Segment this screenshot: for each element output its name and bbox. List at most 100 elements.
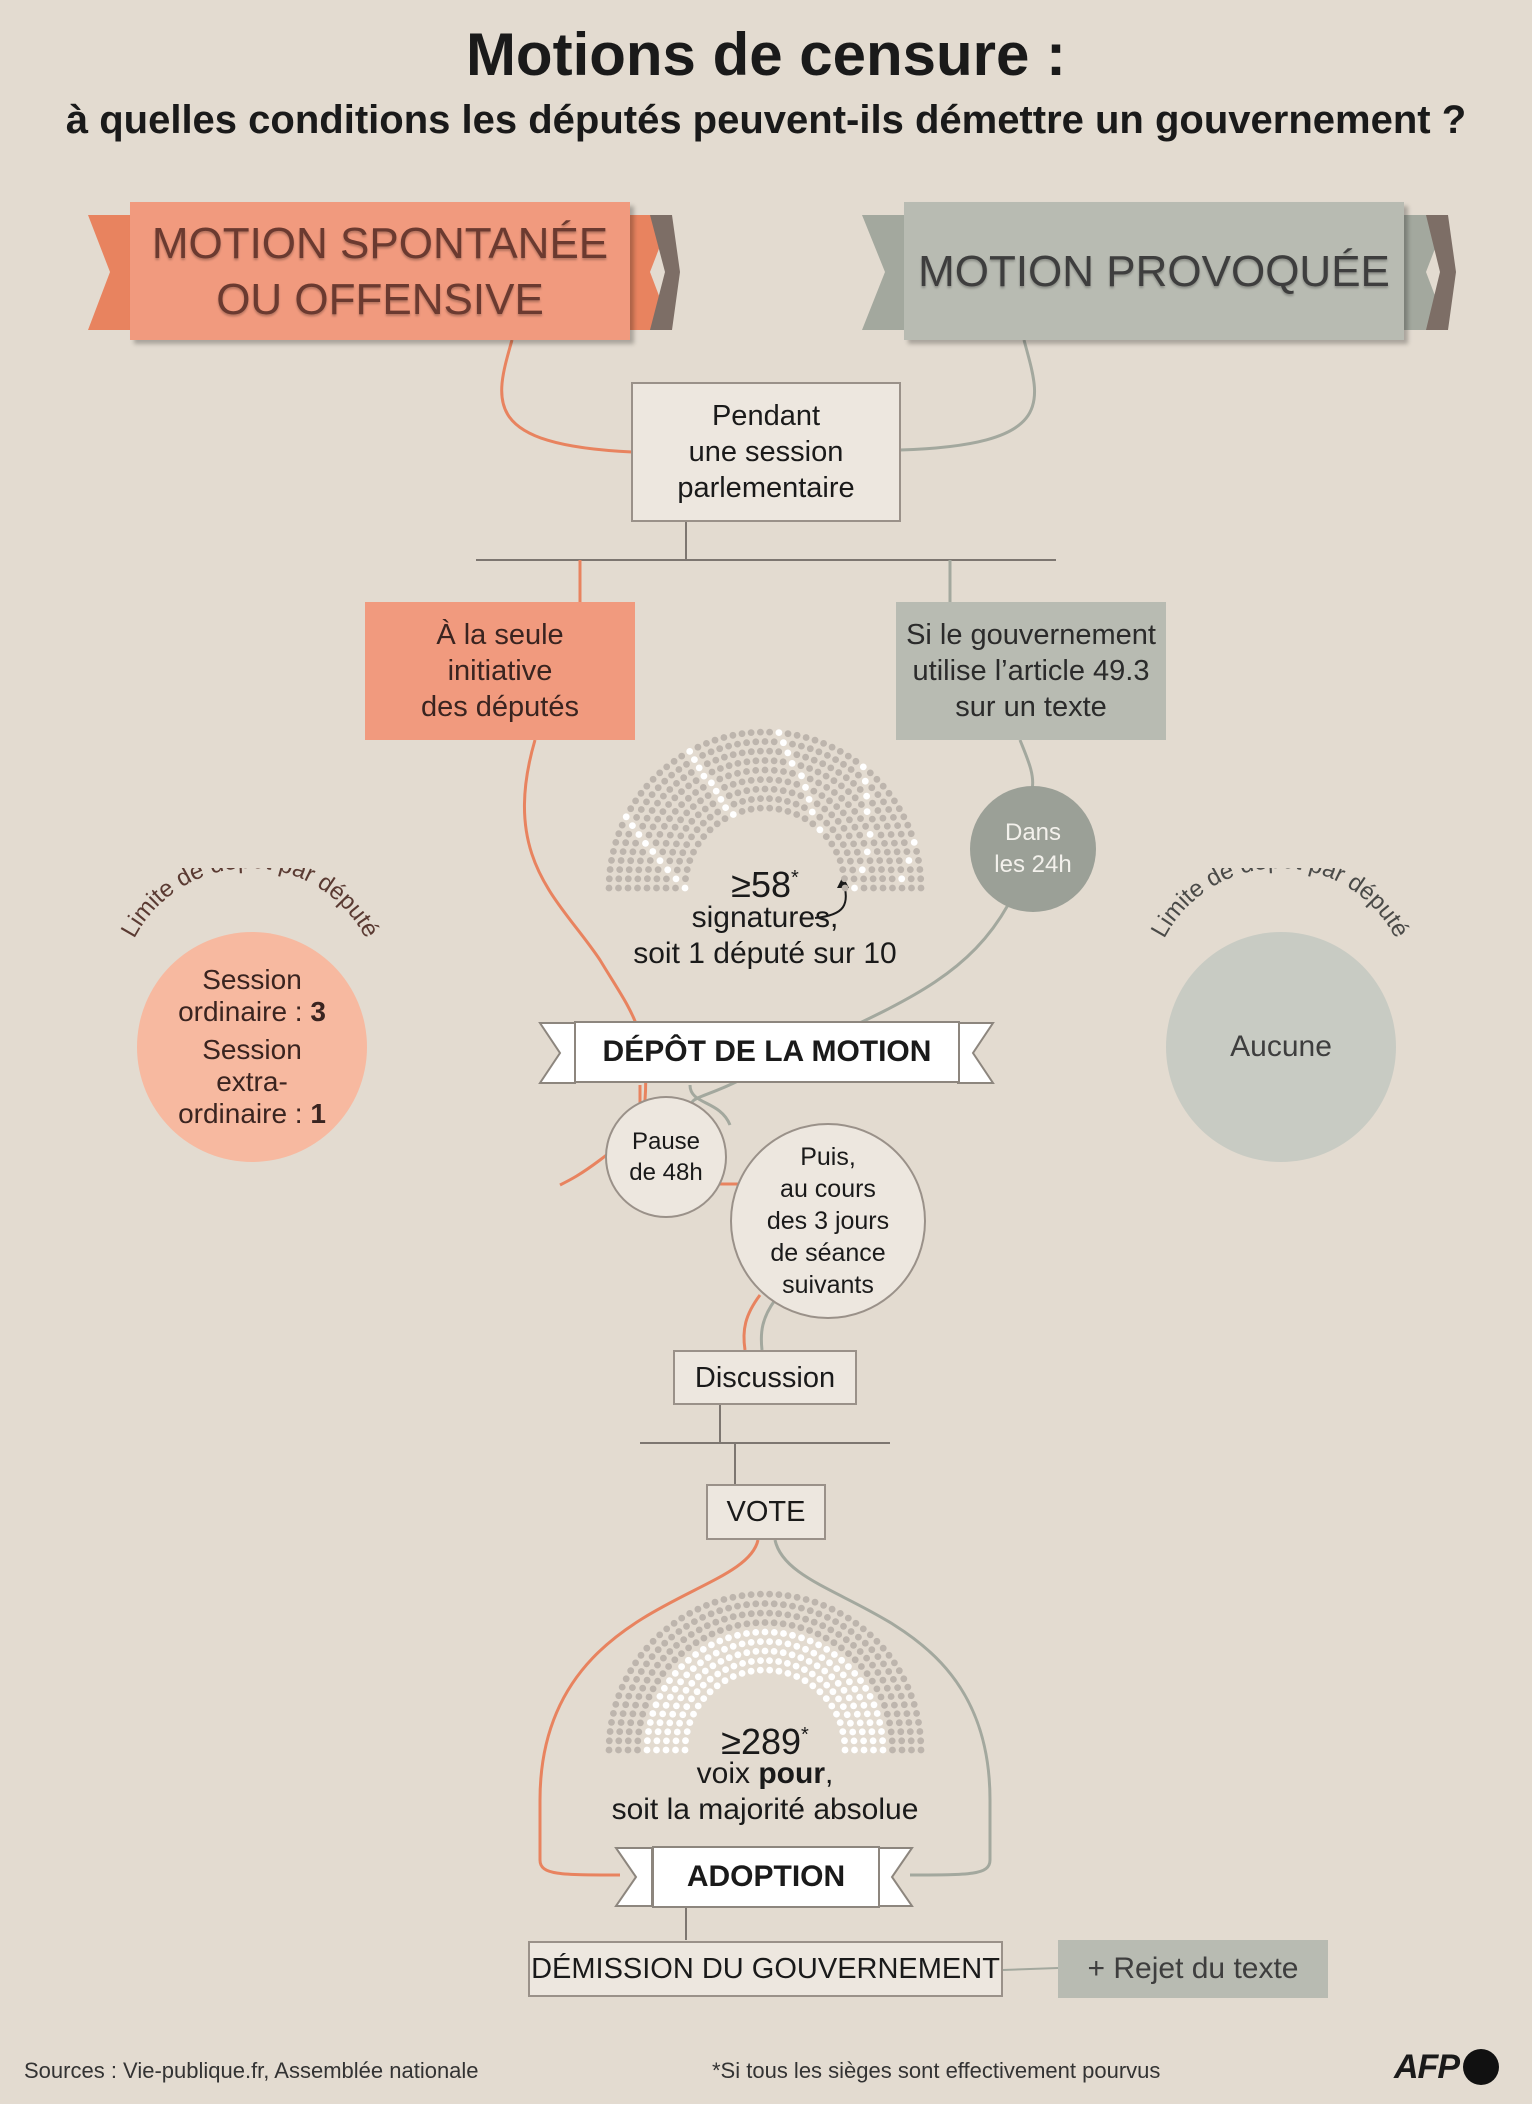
seat-dot [780, 1601, 787, 1608]
seat-dot [785, 779, 792, 786]
initiative-box: À la seule initiative des députés [365, 602, 635, 740]
seat-dot [709, 1631, 716, 1638]
seat-dot [743, 1601, 750, 1608]
discussion-box: Discussion [673, 1350, 857, 1405]
seat-dot [672, 1686, 679, 1693]
seat-dot [884, 1685, 891, 1692]
seat-dot [861, 840, 868, 847]
seat-dot [642, 840, 649, 847]
seat-dot [696, 765, 703, 772]
seat-dot [734, 1632, 741, 1639]
seat-dot [835, 1631, 842, 1638]
seat-dot [636, 831, 643, 838]
seat-dot [700, 833, 707, 840]
seat-dot [683, 1672, 690, 1679]
seat-dot [811, 757, 818, 764]
seat-dot [871, 1701, 878, 1708]
seat-dot [868, 784, 875, 791]
puis-line2: au cours [780, 1173, 876, 1205]
seat-dot [881, 840, 888, 847]
seat-dot [730, 1594, 737, 1601]
seat-dot [743, 787, 750, 794]
seat-dot [757, 748, 764, 755]
seat-dot [780, 768, 787, 775]
seat-dot [850, 841, 857, 848]
seat-dot [683, 841, 690, 848]
seat-dot [809, 1671, 816, 1678]
majority-star: * [801, 1724, 809, 1746]
seat-dot [809, 820, 816, 827]
seat-dot [845, 1650, 852, 1657]
seat-dot [644, 815, 651, 822]
seat-dot [838, 795, 845, 802]
seat-dot [688, 834, 695, 841]
seat-dot [725, 1605, 732, 1612]
seat-dot [688, 1696, 695, 1703]
seat-dot [650, 776, 657, 783]
seat-dot [708, 1642, 715, 1649]
seat-dot [793, 781, 800, 788]
seat-dot [709, 769, 716, 776]
seat-dot [888, 1693, 895, 1700]
seat-dot [708, 780, 715, 787]
limit-left-line4: extra- [216, 1066, 288, 1098]
seat-dot [901, 839, 908, 846]
seat-dot [812, 1599, 819, 1606]
seat-dot [680, 774, 687, 781]
seat-dot [862, 1685, 869, 1692]
seat-dot [835, 769, 842, 776]
seat-dot [823, 1695, 830, 1702]
seat-dot [858, 801, 865, 808]
seat-dot [739, 808, 746, 815]
seat-dot [891, 798, 898, 805]
seat-dot [721, 1596, 728, 1603]
seat-dot [726, 1624, 733, 1631]
seat-dot [714, 820, 721, 827]
seat-dot [678, 1663, 685, 1670]
seat-dot [857, 1677, 864, 1684]
seat-dot [898, 1693, 905, 1700]
seat-dot [810, 1650, 817, 1657]
seat-dot [665, 1663, 672, 1670]
seat-dot [671, 1620, 678, 1627]
seat-dot [735, 760, 742, 767]
seat-dot [809, 1682, 816, 1689]
seat-dot [748, 796, 755, 803]
seat-dot [811, 1619, 818, 1626]
seat-dot [704, 1622, 711, 1629]
seat-dot [832, 756, 839, 763]
seat-dot [793, 1673, 800, 1680]
seat-dot [752, 1629, 759, 1636]
seat-dot [667, 1694, 674, 1701]
seat-dot [695, 811, 702, 818]
seat-dot [848, 1628, 855, 1635]
svg-text:Limite de dépôt par député: Limite de dépôt par député [116, 868, 384, 942]
seat-dot [855, 1634, 862, 1641]
seat-dot [809, 809, 816, 816]
seat-dot [771, 757, 778, 764]
seat-dot [797, 792, 804, 799]
seat-dot [699, 752, 706, 759]
seat-dot [860, 764, 867, 771]
seat-dot [886, 1652, 893, 1659]
seat-dot [874, 848, 881, 855]
seat-dot [699, 1614, 706, 1621]
limit-left-line2: ordinaire : 3 [178, 996, 326, 1028]
seat-dot [696, 1627, 703, 1634]
seat-dot [832, 1618, 839, 1625]
seat-dot [856, 1694, 863, 1701]
seat-dot [766, 748, 773, 755]
seat-dot [752, 767, 759, 774]
seat-dot [840, 1703, 847, 1710]
seat-dot [793, 801, 800, 808]
seat-dot [712, 757, 719, 764]
seat-dot [771, 1600, 778, 1607]
seat-dot [911, 839, 918, 846]
dans24-line2: les 24h [994, 849, 1071, 881]
seat-dot [789, 789, 796, 796]
seat-dot [685, 1657, 692, 1664]
seat-dot [659, 849, 666, 856]
dans24-line1: Dans [1005, 817, 1061, 849]
seat-dot [794, 1594, 801, 1601]
seat-dot [852, 1686, 859, 1693]
